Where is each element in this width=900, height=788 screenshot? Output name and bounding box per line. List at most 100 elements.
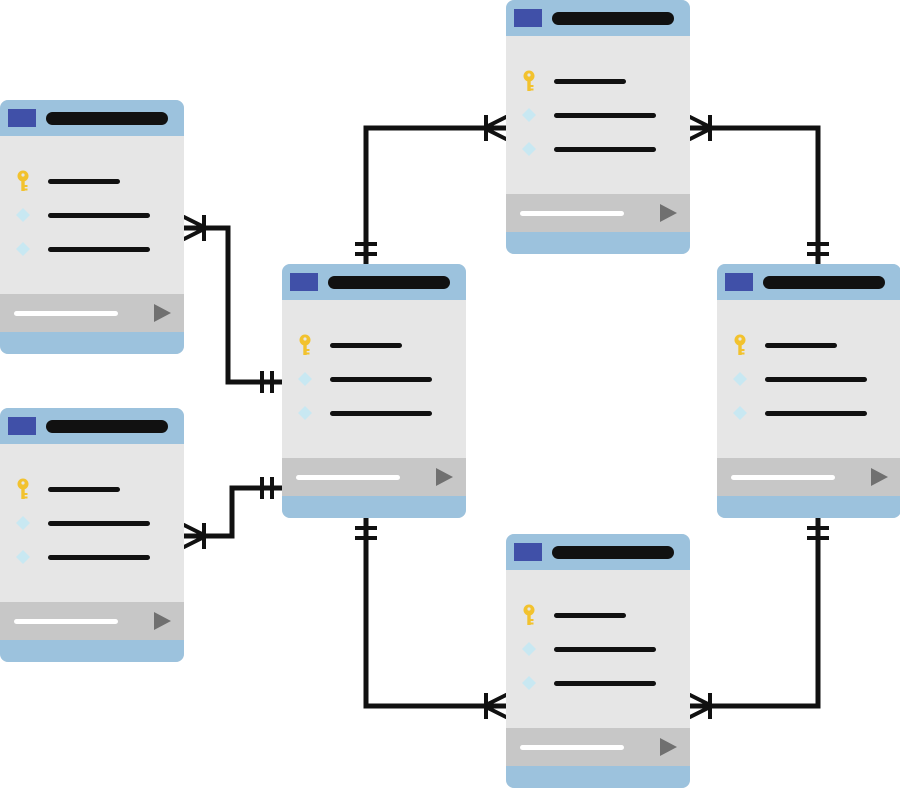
table-card-center [282,264,466,518]
field-name-bar [554,79,626,84]
play-icon [871,468,888,486]
table-field-row [0,476,184,502]
play-icon [660,204,677,222]
crow-foot-marker [182,215,208,241]
relationship-connector [355,115,508,264]
key-icon [14,478,32,500]
connector-line [690,125,821,264]
mandatory-one-marker [260,477,274,499]
play-icon [154,612,171,630]
table-card-top [506,0,690,254]
table-icon [725,273,753,291]
table-footer [0,294,184,332]
key-icon [731,334,749,356]
field-name-bar [554,113,656,118]
connector-line [184,225,282,385]
table-icon [8,417,36,435]
field-name-bar [765,343,837,348]
field-name-bar [554,647,656,652]
field-name-bar [48,213,150,218]
table-field-row [717,366,900,392]
table-field-row [282,332,466,358]
table-field-row [717,400,900,426]
relationship-connector [688,115,829,264]
mandatory-one-marker [260,371,274,393]
table-card-right [717,264,900,518]
table-title-bar [46,112,168,125]
footer-bar [520,211,624,216]
field-name-bar [765,411,867,416]
table-card-bottom [506,534,690,788]
table-footer [282,458,466,496]
table-icon [514,9,542,27]
table-field-row [282,366,466,392]
field-name-bar [554,147,656,152]
key-icon [296,334,314,356]
diamond-icon [14,238,32,260]
table-icon [290,273,318,291]
field-name-bar [765,377,867,382]
mandatory-one-marker [807,526,829,540]
field-name-bar [330,411,432,416]
connector-line [184,485,282,539]
table-field-row [506,136,690,162]
key-icon [520,604,538,626]
table-field-row [0,544,184,570]
field-name-bar [48,247,150,252]
footer-bar [14,311,118,316]
diamond-icon [520,138,538,160]
table-bottom-band [506,766,690,788]
crow-foot-marker [182,523,208,549]
connector-line [690,518,821,709]
field-name-bar [48,487,120,492]
table-field-row [0,168,184,194]
diamond-icon [731,368,749,390]
relationship-connector [355,518,508,719]
table-field-row [506,102,690,128]
relationship-connector [182,477,282,549]
footer-bar [296,475,400,480]
connector-line [363,125,506,264]
table-field-row [0,202,184,228]
table-bottom-band [506,232,690,254]
table-icon [514,543,542,561]
table-field-row [0,510,184,536]
table-field-row [506,670,690,696]
crow-foot-marker [688,115,714,141]
field-name-bar [554,681,656,686]
table-title-bar [552,12,674,25]
mandatory-one-marker [355,242,377,256]
table-field-row [0,236,184,262]
table-footer [0,602,184,640]
key-icon [520,70,538,92]
crow-foot-marker [482,115,508,141]
diamond-icon [731,402,749,424]
play-icon [660,738,677,756]
table-field-row [282,400,466,426]
field-name-bar [48,521,150,526]
field-name-bar [330,343,402,348]
key-icon [14,170,32,192]
play-icon [436,468,453,486]
footer-bar [14,619,118,624]
field-name-bar [554,613,626,618]
table-bottom-band [717,496,900,518]
table-title-bar [46,420,168,433]
crow-foot-marker [688,693,714,719]
table-header [0,408,184,444]
diamond-icon [14,546,32,568]
table-bottom-band [0,640,184,662]
table-title-bar [763,276,885,289]
connector-line [363,518,506,709]
table-field-row [717,332,900,358]
crow-foot-marker [482,693,508,719]
mandatory-one-marker [807,242,829,256]
table-header [717,264,900,300]
table-field-row [506,636,690,662]
footer-bar [731,475,835,480]
mandatory-one-marker [355,526,377,540]
relationship-connector [688,518,829,719]
table-title-bar [328,276,450,289]
table-footer [506,194,690,232]
